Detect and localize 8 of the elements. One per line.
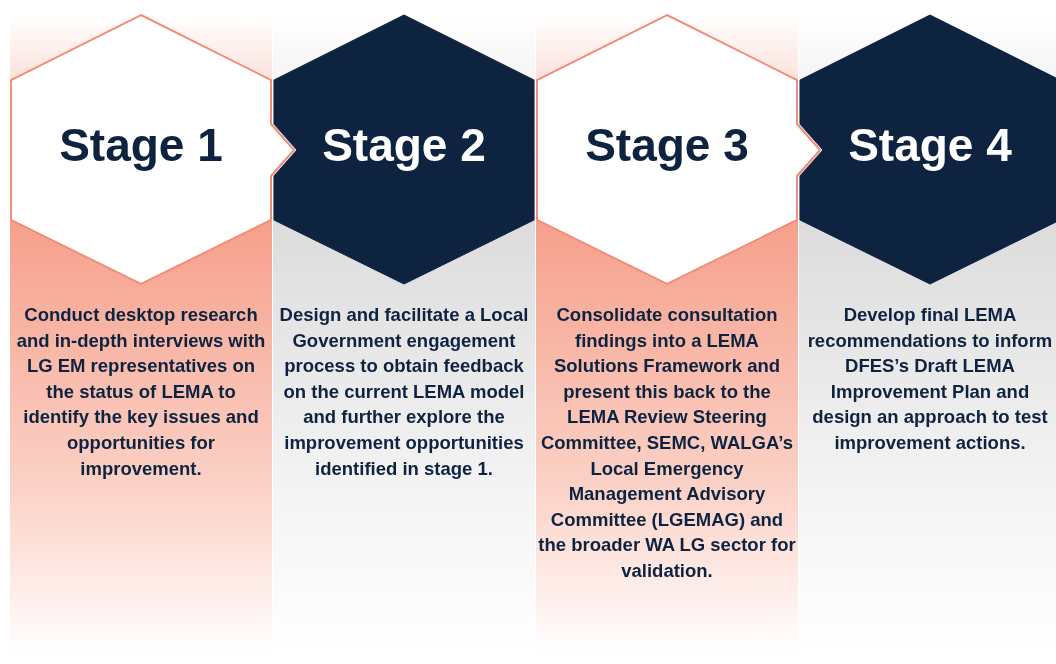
stage-description: Develop final LEMA recommendations to inform DFES’s Draft LEMA Improvement Plan and design an approach to test improvement actions. <box>806 303 1054 455</box>
stage-heading: Stage 1 <box>58 118 224 172</box>
stage-heading: Stage 4 <box>847 118 1013 172</box>
stage-description: Design and facilitate a Local Government engagement process to obtain feedback on the current LEMA model and further explore the improvement opportunities identified in stage 1. <box>278 303 530 481</box>
stage-heading: Stage 3 <box>584 118 750 172</box>
stage-heading: Stage 2 <box>321 118 487 172</box>
stage-description: Conduct desktop research and in-depth interviews with LG EM representatives on the status of LEMA to identify the key issues and opportunities for improvement. <box>15 303 267 481</box>
stage-description: Consolidate consultation findings into a LEMA Solutions Framework and present this back to the LEMA Review Steering Committee, SEMC, WALGA’s Local Emergency Management Advisory Committee (LGEMAG) and the broader WA LG sector for validation. <box>538 303 796 583</box>
